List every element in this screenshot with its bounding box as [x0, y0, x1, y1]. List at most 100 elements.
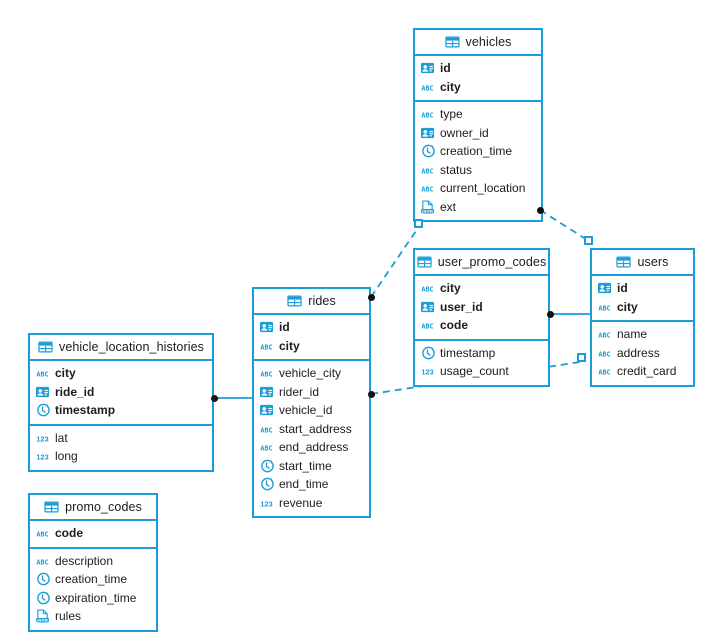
column-row-vehicle_city[interactable]: ABC vehicle_city	[254, 364, 369, 383]
svg-text:ABC: ABC	[36, 531, 48, 539]
primary-key-row-id[interactable]: id	[254, 318, 369, 337]
primary-key-row-code[interactable]: ABC code	[415, 316, 548, 335]
relationship-endpoint-dot-rel-vehicles-users-source	[536, 206, 544, 214]
column-name: description	[55, 553, 114, 568]
primary-key-row-user_id[interactable]: user_id	[415, 298, 548, 317]
123-number-icon: 123	[36, 453, 48, 462]
table-title: rides	[308, 294, 336, 308]
relationship-endpoint-dot-rel-rides-vehicles-source	[367, 293, 375, 301]
column-name: vehicle_city	[279, 366, 342, 381]
svg-text:ABC: ABC	[421, 323, 433, 331]
id-card-icon	[259, 386, 274, 397]
table-title: promo_codes	[65, 500, 142, 514]
column-name: revenue	[279, 495, 323, 510]
abc-text-icon: ABC	[421, 286, 433, 294]
123-number-icon: 123	[36, 434, 48, 443]
table-grid-icon	[38, 341, 53, 353]
column-name: current_location	[440, 181, 526, 196]
clock-icon	[422, 346, 435, 360]
column-name: city	[440, 79, 461, 94]
column-row-creation_time[interactable]: creation_time	[415, 142, 541, 161]
column-row-owner_id[interactable]: owner_id	[415, 124, 541, 143]
column-name: city	[55, 366, 76, 381]
primary-key-row-city[interactable]: ABC city	[415, 78, 541, 97]
column-row-vehicle_id[interactable]: vehicle_id	[254, 401, 369, 420]
column-name: status	[440, 162, 473, 177]
table-header-user_promo_codes[interactable]: user_promo_codes	[415, 250, 548, 276]
primary-key-row-ride_id[interactable]: ride_id	[30, 383, 212, 402]
column-row-creation_time[interactable]: creation_time	[30, 570, 156, 589]
column-name: start_time	[279, 458, 332, 473]
column-row-timestamp[interactable]: timestamp	[415, 344, 548, 363]
relationship-endpoint-dot-rel-upc-users-source	[546, 310, 554, 318]
svg-text:ABC: ABC	[260, 445, 272, 453]
relationship-endpoint-square-rel-vehicles-users-target	[583, 235, 593, 245]
relationship-line-rel-rides-vehicles[interactable]	[370, 227, 419, 298]
table-header-users[interactable]: users	[592, 250, 693, 276]
abc-text-icon: ABC	[421, 186, 433, 194]
primary-key-row-city[interactable]: ABC city	[30, 364, 212, 383]
column-name: start_address	[279, 421, 352, 436]
clock-icon	[37, 591, 50, 605]
clock-icon	[422, 145, 435, 158]
table-header-promo_codes[interactable]: promo_codes	[30, 495, 156, 521]
123-number-icon: 123	[260, 499, 272, 508]
table-title: vehicles	[465, 35, 512, 49]
table-header-rides[interactable]: rides	[254, 289, 369, 315]
abc-text-icon: ABC	[598, 332, 610, 340]
column-name: ride_id	[55, 384, 95, 399]
primary-key-row-id[interactable]: id	[592, 279, 693, 298]
abc-text-icon: ABC	[36, 371, 48, 379]
column-row-start_time[interactable]: start_time	[254, 457, 369, 476]
svg-text:ABC: ABC	[421, 186, 433, 194]
table-grid-icon	[287, 295, 302, 307]
123-number-icon: 123	[421, 368, 433, 377]
column-row-expiration_time[interactable]: expiration_time	[30, 589, 156, 608]
svg-text:ABC: ABC	[260, 371, 272, 379]
table-header-vehicle_location_histories[interactable]: vehicle_location_histories	[30, 335, 212, 361]
abc-text-icon: ABC	[260, 445, 272, 453]
column-row-rider_id[interactable]: rider_id	[254, 383, 369, 402]
column-row-current_location[interactable]: ABC current_location	[415, 179, 541, 198]
table-header-vehicles[interactable]: vehicles	[415, 30, 541, 56]
svg-text:ABC: ABC	[421, 84, 433, 92]
svg-text:ABC: ABC	[36, 371, 48, 379]
primary-key-row-timestamp[interactable]: timestamp	[30, 401, 212, 420]
column-row-end_time[interactable]: end_time	[254, 475, 369, 494]
json-document-icon: JSON	[36, 609, 49, 623]
column-name: city	[279, 338, 300, 353]
abc-text-icon: ABC	[421, 112, 433, 120]
svg-text:123: 123	[260, 499, 272, 508]
column-row-revenue[interactable]: 123 revenue	[254, 494, 369, 513]
svg-text:123: 123	[421, 368, 433, 377]
abc-text-icon: ABC	[598, 304, 610, 312]
column-name: code	[440, 318, 469, 333]
primary-key-row-id[interactable]: id	[415, 59, 541, 78]
id-card-icon	[35, 386, 50, 397]
